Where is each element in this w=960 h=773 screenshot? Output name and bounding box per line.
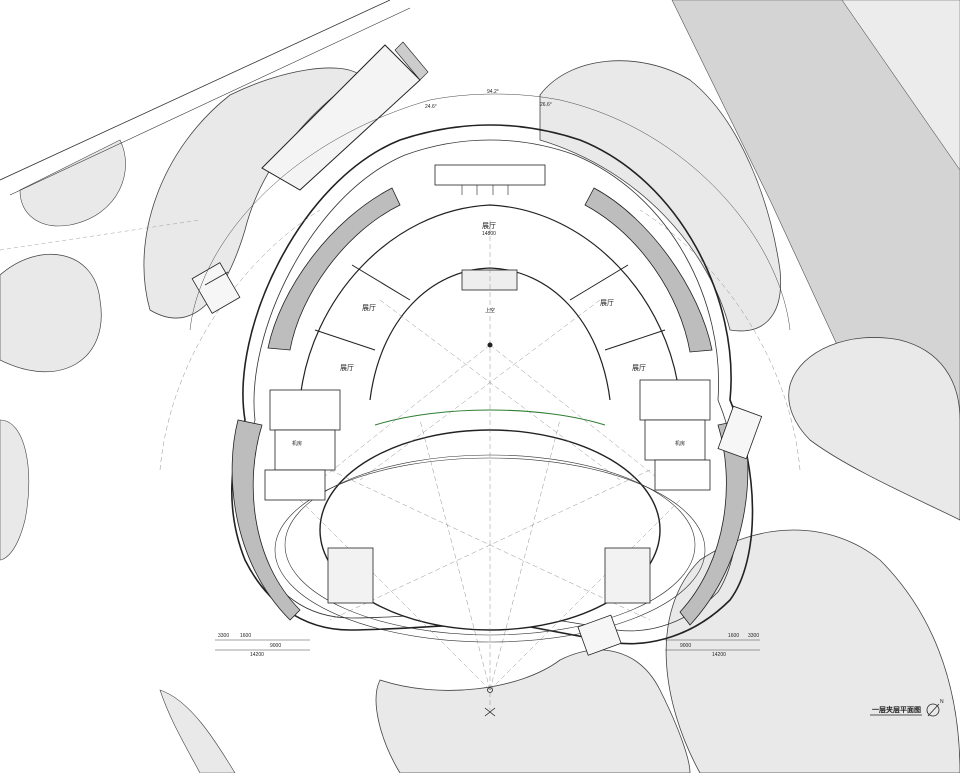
- svg-text:1600: 1600: [240, 633, 251, 639]
- landscape-left: [0, 253, 102, 373]
- focus-mark: [484, 707, 496, 717]
- center-point: [487, 342, 493, 348]
- road-edge: [841, 0, 960, 171]
- service-core-right: [604, 379, 711, 604]
- dim-left-bottom: 3300 1600 9000 14200: [218, 633, 281, 658]
- gallery-wall: [314, 329, 376, 351]
- svg-text:14200: 14200: [250, 652, 264, 658]
- stair-tower-left: [191, 262, 241, 314]
- svg-text:9000: 9000: [270, 643, 281, 649]
- wall-band-left: [267, 187, 401, 351]
- road-line: [0, 219, 201, 251]
- landscape-bottom-right: [665, 529, 960, 773]
- room-label-service-left: 机房: [292, 440, 302, 447]
- display-case: [461, 269, 518, 291]
- landscape-bottom-mid: [375, 649, 691, 773]
- room-label-service-right: 机房: [675, 440, 685, 447]
- gallery-wall: [569, 264, 629, 301]
- focus-point: [487, 687, 493, 693]
- gallery-wall: [351, 264, 411, 301]
- landscape-right: [788, 337, 960, 521]
- north-arrow-icon: N: [926, 699, 944, 717]
- construction-lines: [159, 209, 801, 710]
- svg-text:3300: 3300: [748, 633, 759, 639]
- wall-band-right: [584, 187, 713, 353]
- landscape-bottom-left: [159, 689, 236, 773]
- room-label-hall-right: 展厅: [600, 299, 614, 307]
- road-line: [9, 7, 411, 196]
- dim-top-left: 24.6°: [425, 104, 437, 110]
- room-label-hall-right-lower: 展厅: [632, 364, 646, 372]
- oval-track: [274, 457, 706, 643]
- landscape-left-lower: [0, 419, 30, 561]
- drawing-title: 一层夹层平面图: [872, 705, 921, 714]
- landscape-left-upper: [19, 139, 126, 227]
- gallery-wall: [604, 329, 666, 351]
- room-label-upper-void: 上空: [485, 307, 495, 314]
- room-label-hall-left: 展厅: [362, 304, 376, 312]
- top-entrance: [434, 164, 546, 186]
- dim-top-total: 94.2°: [487, 89, 499, 95]
- road-line: [0, 0, 391, 181]
- service-core-left: [264, 389, 374, 604]
- accent-arc: [374, 409, 606, 426]
- gallery-ring-outer: [299, 204, 681, 401]
- wall-band-lower-right: [679, 419, 749, 626]
- svg-text:1600: 1600: [728, 633, 739, 639]
- dim-top-hall: 14800: [482, 231, 496, 237]
- svg-text:9000: 9000: [680, 643, 691, 649]
- ramp-stair: [394, 41, 429, 81]
- landscape-top-right: [539, 60, 782, 332]
- svg-text:14200: 14200: [712, 652, 726, 658]
- room-label-hall-left-lower: 展厅: [340, 364, 354, 372]
- svg-text:N: N: [940, 699, 944, 705]
- room-label-hall-top: 展厅: [482, 222, 496, 230]
- svg-text:3300: 3300: [218, 633, 229, 639]
- dimension-lines: [189, 93, 791, 651]
- stair-tower-right: [717, 405, 763, 460]
- stair-tower-bottom: [577, 614, 622, 656]
- dim-top-right: 26.6°: [540, 102, 552, 108]
- wall-band-lower-left: [231, 419, 301, 621]
- dim-right-bottom: 9000 1600 3300 14200: [680, 633, 759, 658]
